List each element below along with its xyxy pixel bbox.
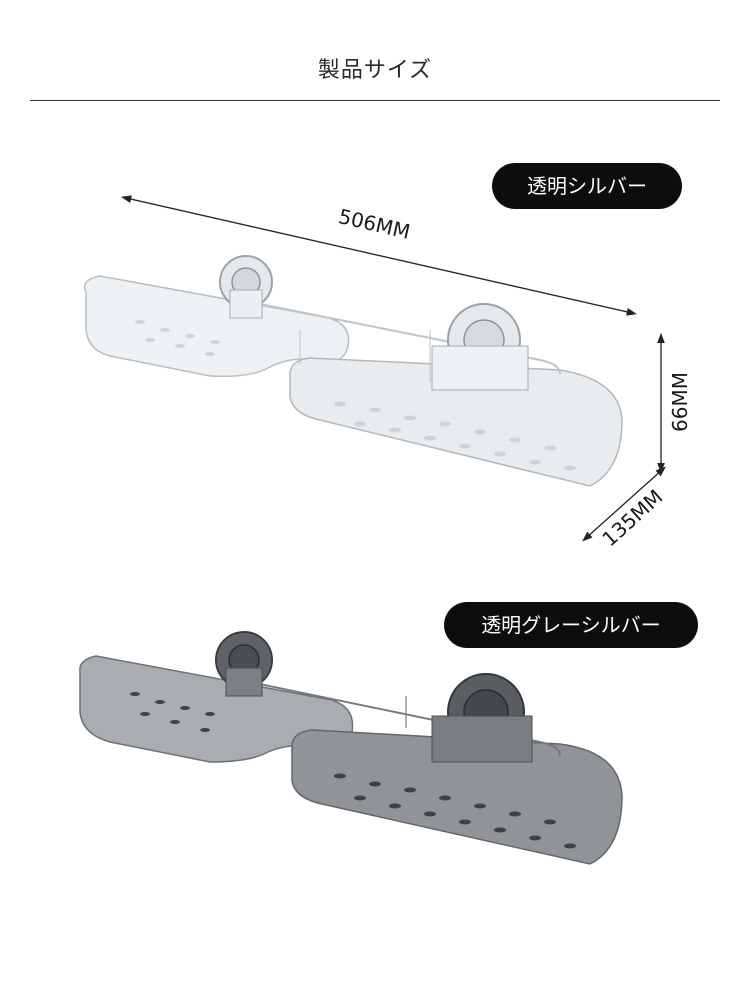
shelf-clear	[83, 255, 623, 487]
suction-cup-right	[431, 303, 529, 391]
suction-cup-right-grey	[431, 673, 533, 763]
suction-cup-left-grey	[215, 631, 273, 697]
height-label: 66MM	[667, 372, 692, 432]
shelf-grey	[79, 631, 623, 865]
length-dimension-line	[120, 195, 638, 316]
suction-cup-left	[219, 255, 273, 319]
title-divider	[30, 100, 720, 101]
depth-dimension-line	[582, 466, 666, 542]
variant-badge-clear-silver: 透明シルバー	[492, 163, 682, 209]
page-title: 製品サイズ	[317, 58, 433, 83]
variant-badge-clear-grey-silver: 透明グレーシルバー	[444, 602, 698, 648]
